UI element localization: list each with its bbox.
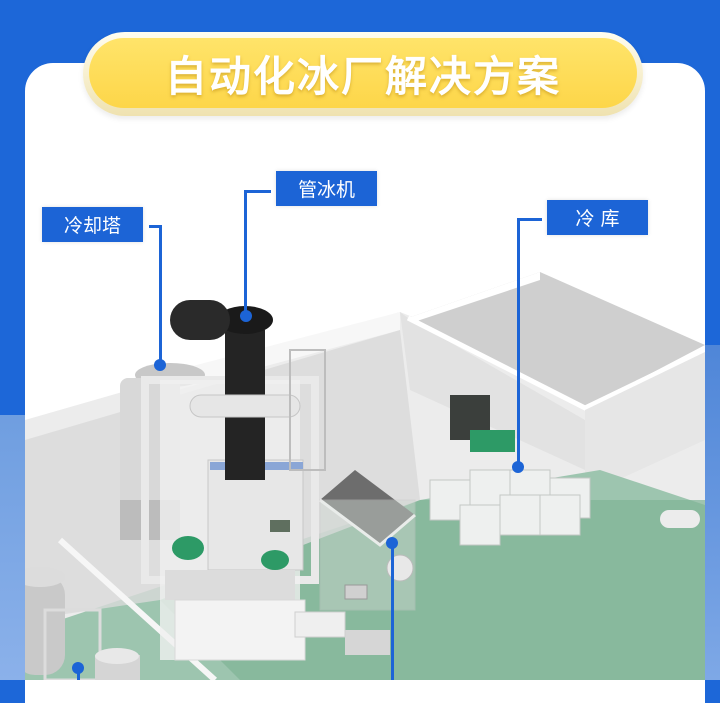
callout-label-cooling-tower[interactable]: 冷却塔 [42, 207, 143, 242]
callout-dot-cooling-tower[interactable] [154, 359, 166, 371]
left-glass-band [0, 415, 25, 680]
callout-dot-tube-ice-machine[interactable] [240, 310, 252, 322]
right-glass-band [705, 345, 720, 680]
callout-dot-cold-storage[interactable] [512, 461, 524, 473]
callout-leader-tube-ice-machine [244, 190, 271, 193]
callout-leader-tube-ice-machine-vertical [244, 190, 247, 316]
title-banner-inner: 自动化冰厂解决方案 [89, 38, 637, 108]
callout-leader-cooling-tower [149, 225, 162, 228]
title-banner: 自动化冰厂解决方案 [83, 32, 643, 116]
callout-leader-water-treatment [77, 668, 80, 680]
callout-label-tube-ice-machine[interactable]: 管冰机 [276, 171, 377, 206]
page-title: 自动化冰厂解决方案 [164, 51, 561, 101]
callout-leader-cold-storage [517, 218, 542, 221]
ice-plant-3d-illustration [0, 272, 720, 680]
callout-label-cold-storage[interactable]: 冷 库 [547, 200, 648, 235]
callout-leader-cold-storage-vertical [517, 218, 520, 467]
callout-leader-cooling-tower-vertical [159, 225, 162, 365]
callout-leader-ice-bin [391, 543, 394, 680]
